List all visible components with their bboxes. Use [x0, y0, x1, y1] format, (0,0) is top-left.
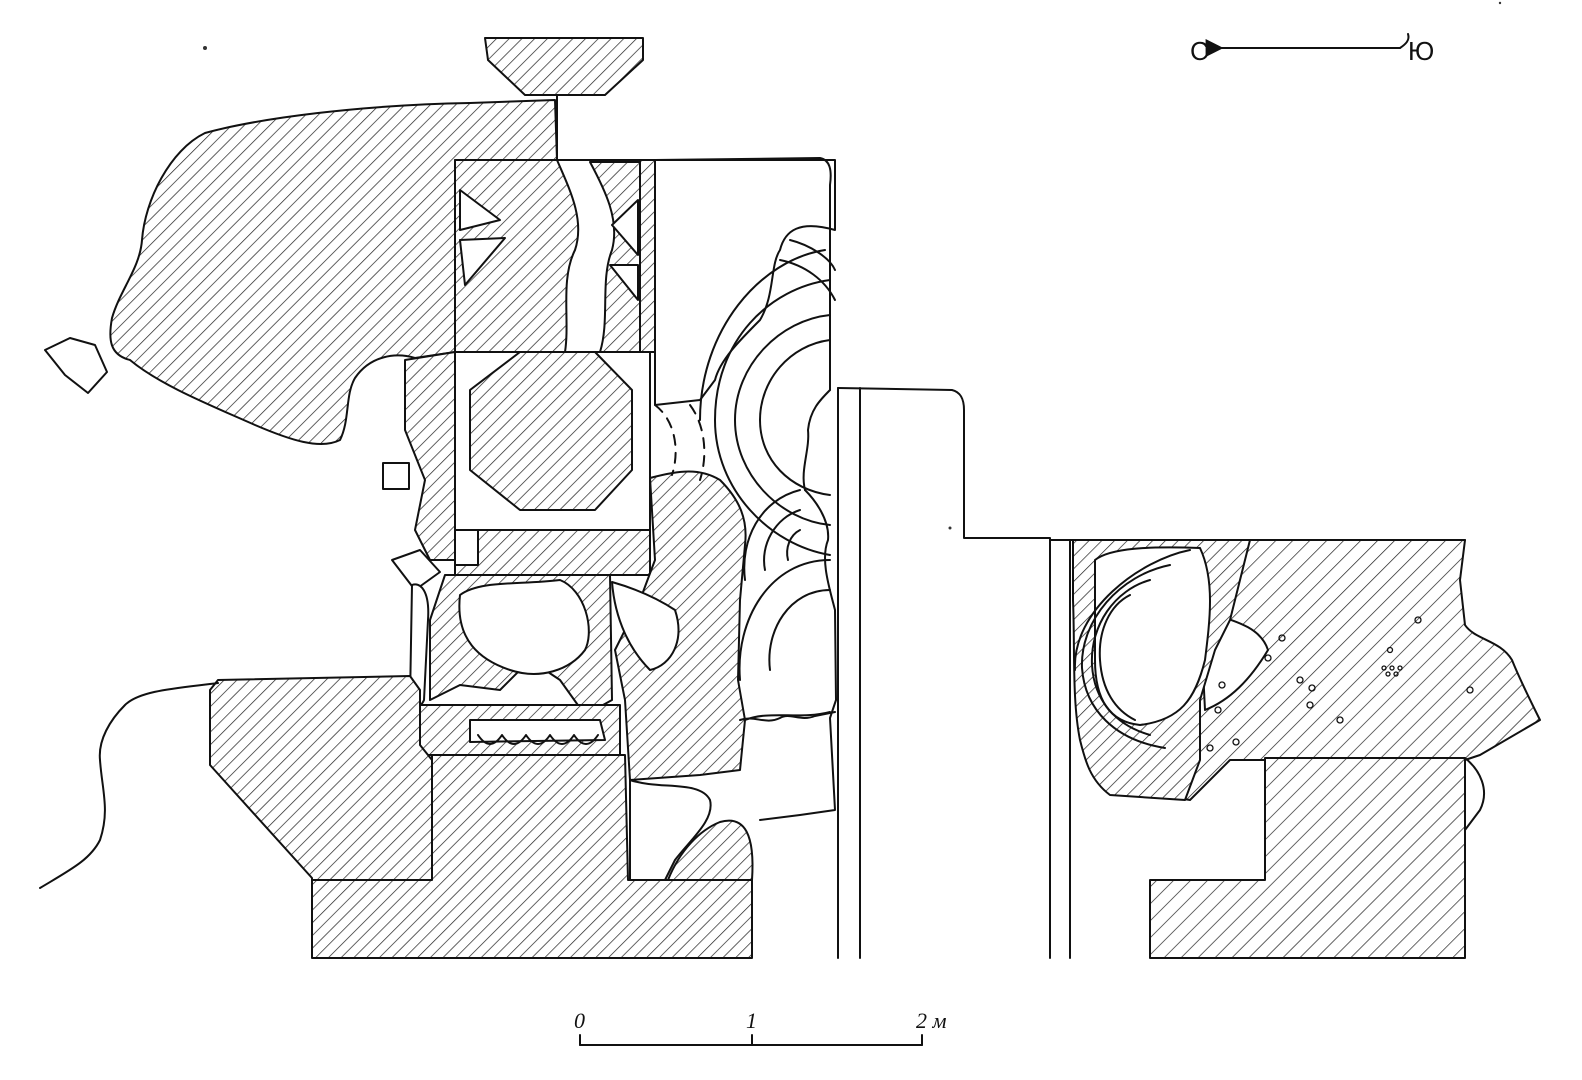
fragment-lower-left	[209, 675, 433, 881]
concentric-rings-upper	[654, 159, 836, 556]
paper-specks	[203, 1, 1502, 530]
contour-line-left	[39, 682, 219, 889]
top-trapezoid-block	[484, 37, 644, 96]
north-label: С	[1190, 36, 1209, 66]
fragment-right-of-column	[614, 470, 747, 781]
north-arrow: С Ю	[1190, 33, 1434, 66]
square-marker	[382, 462, 410, 490]
concentric-rings-right	[1073, 549, 1191, 749]
fragment-small-left	[44, 337, 108, 394]
scale-tick-1: 1	[746, 1008, 757, 1033]
concentric-rings-middle	[738, 489, 831, 721]
dashed-arc	[654, 404, 706, 481]
octagonal-pillar	[469, 351, 633, 511]
scale-tick-0: 0	[574, 1008, 585, 1033]
stone-pebbles	[1206, 616, 1474, 752]
scale-bar: 0 1 2 м	[574, 1008, 947, 1046]
south-label: Ю	[1408, 36, 1434, 66]
scale-tick-2: 2 м	[916, 1008, 947, 1033]
central-bay-outline	[654, 157, 832, 391]
scallop-ornament	[477, 734, 599, 745]
pier-left-base	[311, 754, 753, 959]
block-below-pillar	[454, 529, 651, 576]
fragment-upper-left	[109, 99, 558, 446]
